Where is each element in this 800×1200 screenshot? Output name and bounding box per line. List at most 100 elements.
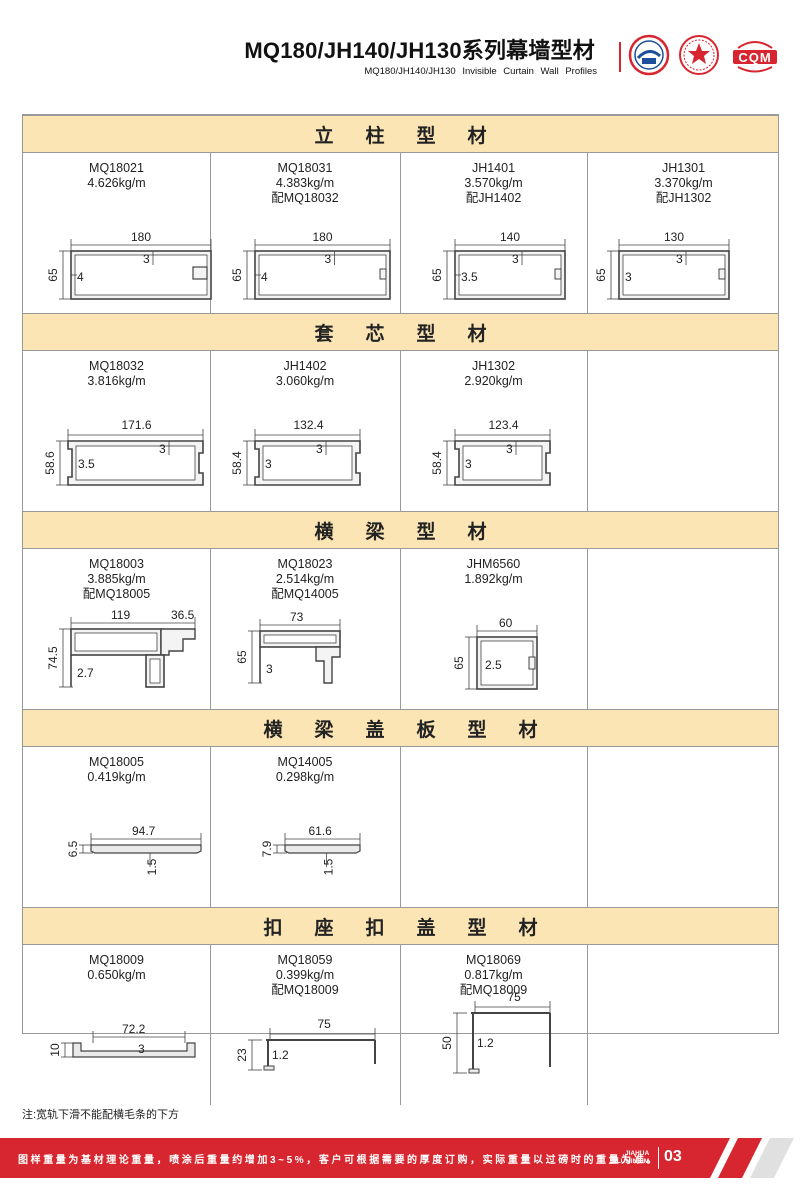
column-divider [400, 549, 401, 709]
dimension-label: 50 [440, 1036, 454, 1050]
dimension-label: 61.6 [309, 824, 333, 838]
dimension-label: 140 [500, 230, 520, 244]
dimension-label: 3.5 [78, 457, 95, 471]
empty-cell [587, 351, 780, 511]
dimension-label: 1.2 [477, 1036, 494, 1050]
profile-weight: 3.370kg/m [654, 176, 713, 190]
column-divider [587, 945, 588, 1105]
empty-cell [587, 945, 780, 1105]
profile-outline [315, 646, 341, 684]
profile-code: MQ18032 [89, 359, 144, 373]
dimension-label: 3 [138, 1042, 145, 1056]
dimension-label: 94.7 [132, 824, 156, 838]
dimension-label: 3 [465, 457, 472, 471]
profile-code: MQ18021 [89, 161, 144, 175]
profile-inner [622, 254, 726, 296]
profile-inner [480, 640, 534, 686]
profile-pair: 配MQ18005 [82, 587, 151, 601]
section-header: 立柱型材 [23, 115, 778, 153]
profile-code: JH1301 [661, 161, 706, 175]
footer-separator [658, 1147, 659, 1169]
column-divider [210, 945, 211, 1105]
profile-weight: 0.419kg/m [87, 770, 146, 784]
header-divider [619, 42, 621, 72]
dimension-label: 1.2 [272, 1048, 289, 1062]
column-divider [210, 549, 211, 709]
column-divider [587, 351, 588, 511]
dimension-label: 3 [316, 442, 323, 456]
footer-brand: JIAHUA ALUMINIUM [612, 1150, 649, 1166]
profile-code: MQ18031 [277, 161, 333, 175]
profile-code: MQ18059 [277, 953, 333, 967]
dimension-label: 72.2 [122, 1022, 146, 1036]
page-footer: 图样重量为基材理论重量，喷涂后重量约增加3~5%，客户可根据需要的厚度订购，实际… [0, 1138, 800, 1178]
profile-weight: 0.399kg/m [275, 968, 335, 982]
profile-slot [528, 656, 536, 670]
china-quality-logo-icon [679, 35, 719, 75]
profile-drawing: 61.67.91.5 [260, 824, 361, 875]
profile-weight: 3.570kg/m [464, 176, 523, 190]
dimension-label: 3 [506, 442, 513, 456]
dimension-label: 10 [48, 1043, 62, 1057]
footer-brand-line2: ALUMINIUM [612, 1158, 650, 1165]
dimension-label: 1.5 [322, 858, 336, 875]
profile-drawing: 72.2 10 3 [48, 1022, 196, 1058]
profile-weight: 1.892kg/m [464, 572, 523, 586]
profile-code: MQ18069 [466, 953, 521, 967]
profile-outline [284, 844, 361, 854]
dimension-label: 65 [235, 650, 249, 664]
profile-pair: 配JH1302 [655, 191, 712, 205]
page-number: 03 [664, 1148, 682, 1165]
profile-drawing: 123.458.433 [430, 418, 551, 486]
profile-drawing: 94.76.51.5 [66, 824, 202, 875]
footer-brand-line1: JIAHUA [625, 1150, 650, 1157]
column-divider [400, 351, 401, 511]
page-title: MQ180/JH140/JH130系列幕墙型材 [244, 38, 595, 63]
column-divider [587, 747, 588, 907]
profile-inner [74, 632, 158, 652]
profile-slot [718, 268, 726, 280]
dimension-label: 119 [111, 608, 130, 622]
profile-drawing: 171.658.633.5 [43, 418, 204, 486]
profile-code: JH1402 [283, 359, 327, 373]
dimension-label: 3 [265, 457, 272, 471]
profile-code: JH1401 [471, 161, 516, 175]
profile-weight: 0.298kg/m [275, 770, 335, 784]
profile-inner [149, 658, 161, 684]
profile-weight: 3.060kg/m [275, 374, 335, 388]
profile-inner [458, 254, 562, 296]
profile-weight: 2.920kg/m [464, 374, 523, 388]
dimension-label: 2.7 [77, 666, 94, 680]
dimension-label: 171.6 [122, 418, 152, 432]
column-divider [587, 549, 588, 709]
profile-foot [263, 1065, 275, 1071]
section-title: 横梁型材 [314, 520, 519, 543]
dimension-label: 132.4 [294, 418, 324, 432]
dimension-label: 58.6 [43, 451, 57, 475]
profile-inner [462, 445, 543, 481]
footer-bar [0, 1138, 690, 1178]
section-header: 横梁盖板型材 [23, 709, 778, 747]
